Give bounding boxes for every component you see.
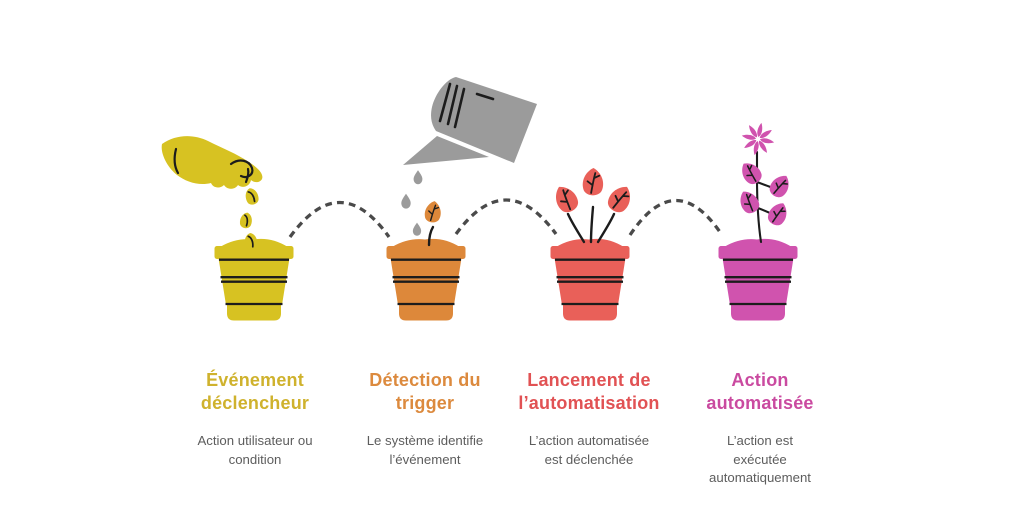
step-4-text: Action automatisée L’action est exécutée… [706, 369, 813, 488]
flower-pot-3-icon [549, 237, 631, 322]
step-1-description: Action utilisateur ou condition [197, 433, 313, 467]
step-4-illustration [717, 122, 799, 322]
flowering-plant-icon [734, 122, 795, 244]
flower-pot-2-icon [385, 237, 467, 322]
step-2-title: Détection du trigger [369, 370, 481, 413]
step-4-title: Action automatisée [706, 370, 814, 413]
connector-arc-3 [628, 198, 724, 236]
sprout-icon [422, 199, 444, 247]
connector-arc-1 [288, 201, 391, 238]
water-drop-icons [401, 170, 423, 236]
step-1-illustration [161, 136, 295, 322]
step-3-text: Lancement de l’automatisation L’action a… [518, 369, 659, 469]
step-2-illustration [385, 77, 537, 322]
connector-arcs [288, 198, 724, 238]
step-3-illustration [549, 166, 637, 322]
step-3-title: Lancement de l’automatisation [518, 370, 660, 413]
step-4-description: L’action est exécutée automatiquement [709, 433, 811, 485]
step-2-description: Le système identifie l’événement [366, 433, 484, 467]
step-2-text: Détection du trigger Le système identifi… [367, 369, 484, 469]
connector-arc-2 [454, 198, 558, 235]
step-3-description: L’action automatisée est déclenchée [528, 433, 650, 467]
step-1-title: Événement déclencheur [200, 370, 310, 413]
watering-can-icon [403, 77, 537, 165]
flower-pot-4-icon [717, 237, 799, 322]
plant-icon [549, 166, 637, 244]
hand-icon [161, 136, 263, 189]
flower-pot-1-icon [213, 237, 295, 322]
step-1-text: Événement déclencheur Action utilisateur… [197, 369, 312, 469]
